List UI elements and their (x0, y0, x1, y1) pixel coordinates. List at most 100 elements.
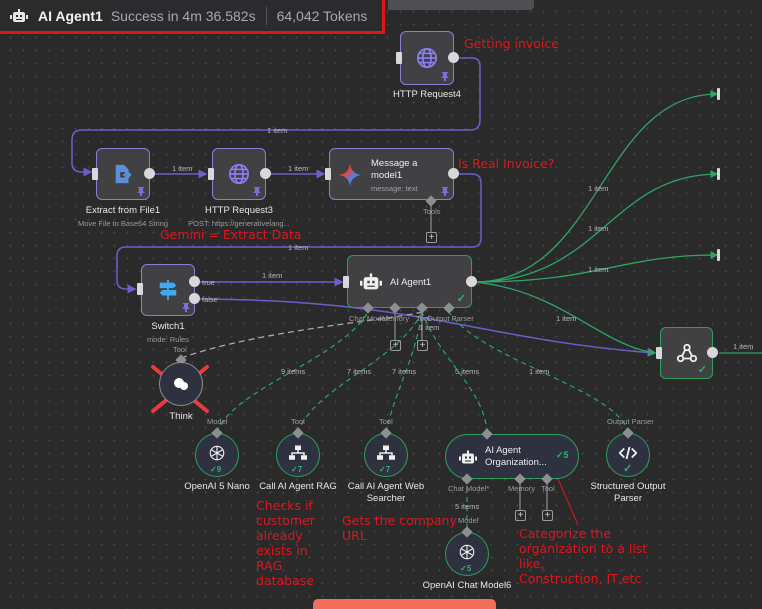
input-port[interactable] (343, 276, 349, 288)
top-tab-overlay (388, 0, 534, 10)
output-port[interactable] (707, 347, 718, 358)
edge-label: 1 item (262, 271, 283, 280)
pin-icon (441, 187, 449, 196)
edge-label: 1 item (733, 342, 754, 351)
node-openai-chat-model6[interactable]: ✓5 (445, 532, 489, 576)
node-ai-agent-organization[interactable]: AI Agent Organization... ✓5 (445, 434, 579, 479)
edge-label: 7 items (392, 367, 417, 376)
node-label: Think (169, 411, 193, 422)
robot-icon (10, 8, 28, 22)
edge-label: 1 item (419, 323, 440, 332)
node-http-request3[interactable] (212, 148, 266, 200)
pin-icon (441, 72, 449, 81)
think-icon (174, 378, 188, 390)
edge-agent-out-4[interactable] (473, 281, 657, 356)
edge-http4-extract[interactable] (71, 57, 481, 177)
port-label-memory: Memory (508, 484, 536, 493)
sitemap-icon (377, 445, 395, 460)
openai-icon (459, 544, 475, 560)
port-label-chat-model: Chat Model (349, 314, 388, 323)
node-think[interactable] (159, 362, 203, 406)
output-port-true[interactable] (189, 276, 200, 287)
edge-nano-model[interactable] (216, 311, 369, 434)
node-label: Call AI Agent RAG (259, 481, 337, 492)
edge-label: 1 item (556, 314, 577, 323)
node-label: HTTP Request3 (205, 205, 273, 216)
node-message-a-model1[interactable]: Message a model1 message: text (329, 148, 454, 200)
node-subtitle: Move File to Base64 String (77, 219, 169, 228)
node-label-line1: Structured Output (590, 481, 666, 492)
node-title-line2: Organization... (485, 457, 547, 468)
add-memory-button[interactable]: + (390, 340, 401, 351)
node-openai-5-nano[interactable]: ✓9 (195, 433, 239, 477)
signpost-icon (159, 279, 177, 301)
add-tool-button[interactable]: + (417, 340, 428, 351)
edge-org-tool[interactable] (421, 311, 488, 434)
edge-label: 9 items (281, 367, 306, 376)
annotation-is-real-invoice: Is Real Invoice? (458, 156, 555, 171)
input-port[interactable] (396, 52, 402, 64)
node-label: OpenAI 5 Nano (184, 481, 250, 492)
port-label-output-parser: Output Parser (427, 314, 474, 323)
pin-icon (137, 187, 145, 196)
token-count: 64,042 Tokens (276, 7, 368, 24)
node-switch1[interactable] (141, 264, 195, 316)
divider (265, 6, 267, 25)
port-label: Tool (173, 345, 187, 354)
output-port[interactable] (260, 168, 271, 179)
node-title: AI Agent1 (390, 277, 432, 288)
input-port[interactable] (92, 168, 98, 180)
node-ai-agent1[interactable]: AI Agent1 ✓ (347, 255, 472, 308)
edge-agent-out-1[interactable] (473, 90, 719, 283)
success-check-icon: ✓ (697, 364, 707, 376)
annotation-categorize: Categorize the organization to a list li… (519, 526, 648, 586)
input-port[interactable] (208, 168, 214, 180)
run-count-badge: ✓9 (210, 465, 222, 474)
output-port[interactable] (466, 276, 477, 287)
offscreen-input-port[interactable] (717, 249, 720, 261)
globe-icon (229, 164, 249, 184)
output-port[interactable] (448, 52, 459, 63)
execution-summary-bar: AI Agent1 Success in 4m 36.582s 64,042 T… (0, 0, 385, 34)
edge-label: 1 item (288, 243, 309, 252)
offscreen-input-port[interactable] (717, 168, 720, 180)
edge-label: 1 item (172, 164, 193, 173)
node-webhook[interactable]: ✓ (660, 327, 713, 379)
edge-web-tool[interactable] (385, 311, 423, 434)
input-port[interactable] (137, 283, 143, 295)
output-label-true: true (202, 278, 215, 287)
edge-gemini-switch[interactable] (116, 173, 482, 294)
node-label-line2: Parser (614, 493, 642, 504)
bottom-action-button[interactable] (313, 599, 496, 609)
edge-label: 1 item (588, 184, 609, 193)
edge-switch-false-webhook[interactable] (199, 298, 657, 357)
port-label: Model (458, 516, 479, 525)
edge-label: 1 item (588, 224, 609, 233)
output-port-false[interactable] (189, 293, 200, 304)
output-port[interactable] (144, 168, 155, 179)
file-export-icon (115, 164, 132, 184)
edge-agent-out-3[interactable] (473, 251, 719, 283)
node-label: Switch1 (151, 321, 185, 332)
input-port[interactable] (325, 168, 331, 180)
edge-rag-tool[interactable] (297, 311, 423, 434)
node-call-ai-agent-web-searcher[interactable]: ✓7 (364, 433, 408, 477)
port-label: Output Parser (607, 417, 654, 426)
node-subtitle: mode: Rules (146, 335, 190, 344)
node-structured-output-parser[interactable]: ✓ (606, 433, 650, 477)
node-http-request4[interactable] (400, 31, 454, 85)
add-tool-button[interactable]: + (426, 232, 437, 243)
offscreen-input-port[interactable] (717, 88, 720, 100)
add-tool-button[interactable]: + (542, 510, 553, 521)
edge-label: 5 items (455, 367, 480, 376)
input-port[interactable] (656, 347, 662, 359)
output-port[interactable] (448, 168, 459, 179)
add-memory-button[interactable]: + (515, 510, 526, 521)
edge-agent-out-2[interactable] (473, 170, 719, 283)
code-icon (619, 446, 637, 460)
node-label-line2: Searcher (366, 493, 406, 504)
node-call-ai-agent-rag[interactable]: ✓7 (276, 433, 320, 477)
edge-parser[interactable] (448, 311, 629, 434)
node-extract-from-file1[interactable] (96, 148, 150, 200)
edge-think-tool[interactable] (180, 311, 423, 359)
